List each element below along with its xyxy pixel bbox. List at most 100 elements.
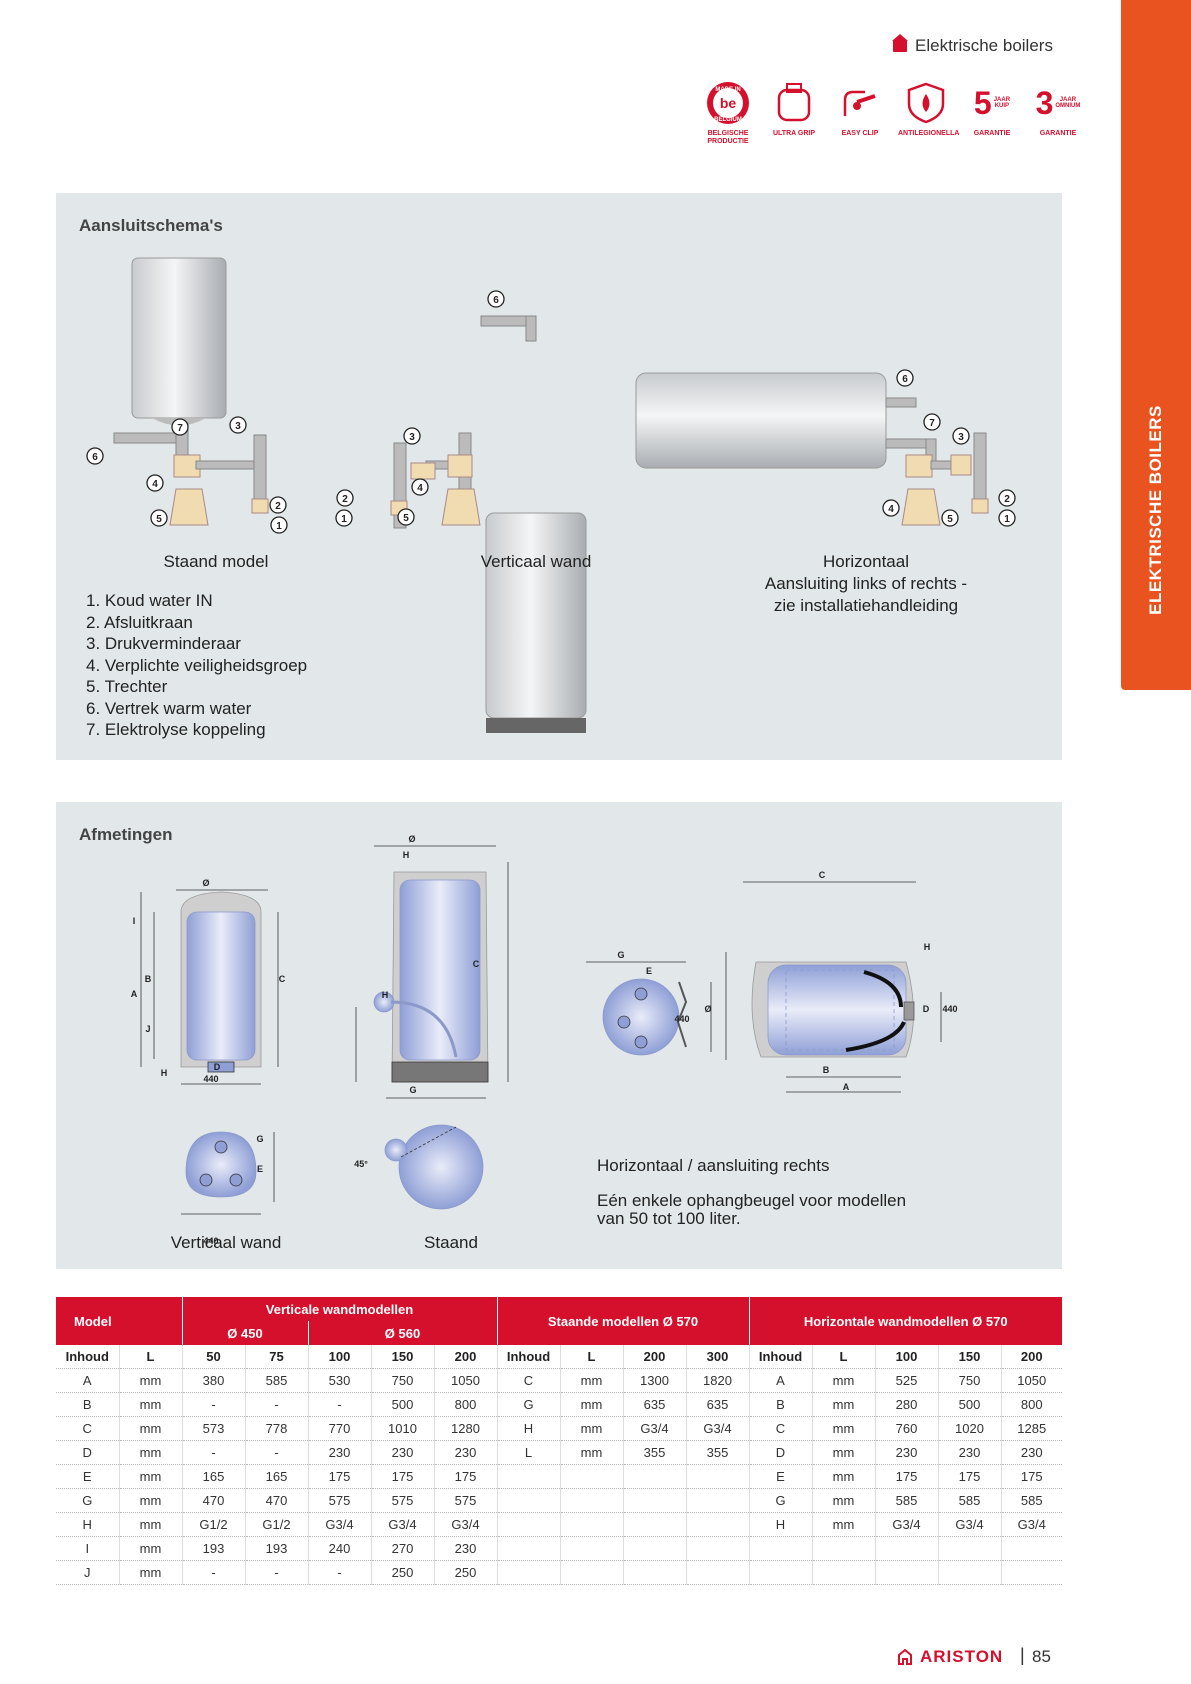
table-cell: J <box>56 1560 120 1585</box>
table-cell: G3/4 <box>371 1512 435 1537</box>
table-cell: 635 <box>686 1392 750 1417</box>
badge-label: GARANTIE <box>973 130 1011 137</box>
connection-diagrams: 6 7 3 4 5 2 1 6 3 4 2 1 5 6 7 3 4 5 2 1 <box>86 257 1016 733</box>
table-cell <box>686 1512 750 1537</box>
label-d: D <box>923 1004 930 1014</box>
table-cell: - <box>245 1392 309 1417</box>
page-number: 85 <box>1032 1647 1051 1666</box>
badge-label: EASY CLIP <box>841 130 879 137</box>
table-cell: 165 <box>245 1464 309 1489</box>
table-cell: mm <box>119 1536 183 1561</box>
table-cell: - <box>182 1440 246 1465</box>
bracket-note: Eén enkele ophangbeugel voor modellen va… <box>597 1192 906 1228</box>
caption-vertical-wall: Verticaal wand <box>170 1233 282 1252</box>
table-cell: 230 <box>434 1536 498 1561</box>
table-cell: L <box>497 1440 561 1465</box>
table-cell: 50 <box>182 1345 246 1369</box>
table-cell: G3/4 <box>434 1512 498 1537</box>
label-45-degrees: 45° <box>354 1159 368 1169</box>
table-cell: C <box>749 1416 813 1441</box>
badge-five-year: 5 JAAR KUIP GARANTIE <box>964 80 1020 146</box>
table-cell <box>686 1464 750 1489</box>
callout-4 <box>411 478 429 496</box>
table-cell: D <box>56 1440 120 1465</box>
table-cell: 150 <box>938 1345 1002 1369</box>
table-cell: 280 <box>875 1392 939 1417</box>
table-cell: 355 <box>623 1440 687 1465</box>
warranty-unit: JAAR <box>993 97 1011 103</box>
table-cell: G3/4 <box>875 1512 939 1537</box>
five-year-tank-icon: 5 JAAR KUIP <box>969 80 1015 126</box>
table-cell: 585 <box>245 1368 309 1393</box>
legend-item: 5. Trechter <box>86 677 168 696</box>
callout-3 <box>229 416 247 434</box>
label-j: J <box>145 1024 150 1034</box>
ultra-grip-icon <box>771 80 817 126</box>
table-cell <box>686 1488 750 1513</box>
table-cell: L <box>560 1345 624 1369</box>
table-cell: D <box>749 1440 813 1465</box>
legend-item: 3. Drukverminderaar <box>86 634 241 653</box>
legend-item: 6. Vertrek warm water <box>86 698 252 718</box>
table-cell: 165 <box>182 1464 246 1489</box>
table-cell: 585 <box>875 1488 939 1513</box>
table-cell <box>749 1536 813 1561</box>
table-cell: C <box>497 1368 561 1393</box>
table-cell: 470 <box>182 1488 246 1513</box>
callout-6-label: 6 <box>92 452 98 463</box>
side-tab <box>1121 0 1191 690</box>
dimensions-panel: Afmetingen <box>56 802 1062 1269</box>
table-cell: - <box>182 1392 246 1417</box>
warranty-number: 5 <box>973 85 992 121</box>
table-cell: mm <box>812 1464 876 1489</box>
badge-made-in-belgium: MADE IN be BELGIUM BELGISCHE PRODUCTIE <box>700 80 756 146</box>
antilegionella-icon <box>903 80 949 126</box>
callout-5-label: 5 <box>156 514 162 525</box>
table-cell: 1010 <box>371 1416 435 1441</box>
callout-3-label: 3 <box>235 421 241 432</box>
table-cell: 230 <box>875 1440 939 1465</box>
table-cell: 150 <box>371 1345 435 1369</box>
table-cell: 1285 <box>1001 1416 1062 1441</box>
callout-3 <box>952 427 970 445</box>
table-cell <box>875 1560 939 1585</box>
label-g: G <box>256 1134 263 1144</box>
table-cell: 100 <box>308 1345 372 1369</box>
warranty-unit: JAAR <box>1059 97 1077 103</box>
table-cell: mm <box>119 1440 183 1465</box>
table-cell: C <box>56 1416 120 1441</box>
table-cell: 250 <box>434 1560 498 1585</box>
table-cell <box>497 1536 561 1561</box>
table-cell: B <box>56 1392 120 1417</box>
table-cell: G <box>749 1488 813 1513</box>
callout-2-label: 2 <box>1004 494 1010 505</box>
label-c: C <box>279 974 286 984</box>
brand-name: ARISTON <box>920 1647 1004 1666</box>
callout-6-label: 6 <box>493 295 499 306</box>
table-cell: 585 <box>938 1488 1002 1513</box>
label-d: D <box>214 1062 221 1072</box>
table-cell <box>623 1560 687 1585</box>
label-a: A <box>843 1082 850 1092</box>
table-cell: 575 <box>434 1488 498 1513</box>
badge-antilegionella: ANTILEGIONELLA <box>898 80 959 146</box>
table-cell: 175 <box>371 1464 435 1489</box>
table-cell: mm <box>119 1368 183 1393</box>
table-cell: mm <box>812 1368 876 1393</box>
table-cell: 75 <box>245 1345 309 1369</box>
table-cell <box>938 1560 1002 1585</box>
table-cell: 750 <box>938 1368 1002 1393</box>
dimension-diagrams: Ø C B A I J H D 440 440 G E Ø H C H G 45… <box>131 834 958 1246</box>
table-cell: 525 <box>875 1368 939 1393</box>
table-cell <box>623 1512 687 1537</box>
label-g: G <box>617 950 624 960</box>
table-cell: 470 <box>245 1488 309 1513</box>
callout-5-label: 5 <box>403 513 409 524</box>
label-h: H <box>403 850 410 860</box>
table-cell <box>560 1512 624 1537</box>
